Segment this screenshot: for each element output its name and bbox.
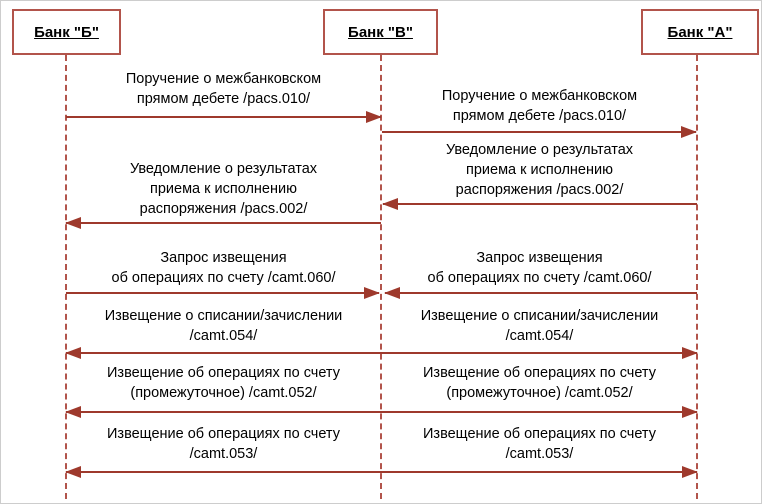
message-arrow-pacs010-right xyxy=(382,126,697,138)
message-label-pacs002-right: Уведомление о результатах приема к испол… xyxy=(382,140,697,200)
arrowhead-left-icon xyxy=(65,466,81,478)
message-arrow-camt060-right xyxy=(384,287,697,299)
arrowhead-left-icon xyxy=(65,347,81,359)
message-label-line: прямом дебете /pacs.010/ xyxy=(452,108,627,124)
arrowhead-left-icon xyxy=(384,287,400,299)
message-label-line: об операциях по счету /camt.060/ xyxy=(111,270,336,286)
arrowhead-right-icon xyxy=(682,406,698,418)
message-label-camt054-left: Извещение о списании/зачислении /camt.05… xyxy=(66,306,381,346)
message-label-line: Извещение об операциях по счету xyxy=(423,365,656,381)
actor-bank-v: Банк "В" xyxy=(323,9,438,55)
message-label-line: /camt.054/ xyxy=(189,328,258,344)
lifeline-bank-b xyxy=(65,55,67,499)
message-label-camt054-right: Извещение о списании/зачислении /camt.05… xyxy=(382,306,697,346)
message-label-camt053-left: Извещение об операциях по счету /camt.05… xyxy=(66,424,381,464)
arrowhead-left-icon xyxy=(65,217,81,229)
actor-bank-a-label: Банк "А" xyxy=(667,23,733,41)
message-label-pacs010-left: Поручение о межбанковском прямом дебете … xyxy=(66,69,381,109)
message-label-line: Извещение о списании/зачислении xyxy=(104,308,343,324)
message-arrow-pacs002-right xyxy=(382,198,697,210)
message-label-camt052-left: Извещение об операциях по счету (промежу… xyxy=(66,363,381,403)
message-label-pacs002-left: Уведомление о результатах приема к испол… xyxy=(66,159,381,219)
message-arrow-camt053 xyxy=(65,466,698,478)
arrowhead-right-icon xyxy=(682,466,698,478)
message-arrow-camt054 xyxy=(65,347,698,359)
message-label-line: /camt.054/ xyxy=(505,328,574,344)
message-label-line: Запрос извещения xyxy=(476,250,603,266)
arrowhead-left-icon xyxy=(65,406,81,418)
message-label-line: прямом дебете /pacs.010/ xyxy=(136,91,311,107)
arrowhead-left-icon xyxy=(382,198,398,210)
message-label-line: Извещение об операциях по счету xyxy=(107,365,340,381)
lifeline-bank-v xyxy=(380,55,382,499)
arrowhead-right-icon xyxy=(681,126,697,138)
message-arrow-camt060-left xyxy=(66,287,380,299)
message-label-line: Уведомление о результатах xyxy=(129,161,318,177)
arrowhead-right-icon xyxy=(364,287,380,299)
message-label-line: (промежуточное) /camt.052/ xyxy=(446,385,633,401)
message-arrow-pacs002-left xyxy=(65,217,381,229)
message-label-camt060-right: Запрос извещения об операциях по счету /… xyxy=(382,248,697,288)
message-arrow-pacs010-left xyxy=(66,111,382,123)
message-label-camt052-right: Извещение об операциях по счету (промежу… xyxy=(382,363,697,403)
message-label-line: (промежуточное) /camt.052/ xyxy=(130,385,317,401)
message-label-camt060-left: Запрос извещения об операциях по счету /… xyxy=(66,248,381,288)
actor-bank-a: Банк "А" xyxy=(641,9,759,55)
message-label-line: Извещение об операциях по счету xyxy=(107,426,340,442)
message-label-line: Поручение о межбанковском xyxy=(125,71,322,87)
actor-bank-b: Банк "Б" xyxy=(12,9,121,55)
message-label-line: Извещение о списании/зачислении xyxy=(420,308,659,324)
message-label-line: Извещение об операциях по счету xyxy=(423,426,656,442)
actor-bank-b-label: Банк "Б" xyxy=(34,23,99,41)
arrowhead-right-icon xyxy=(682,347,698,359)
message-label-line: Уведомление о результатах xyxy=(445,142,634,158)
message-label-line: распоряжения /pacs.002/ xyxy=(455,182,624,198)
message-label-camt053-right: Извещение об операциях по счету /camt.05… xyxy=(382,424,697,464)
message-label-line: /camt.053/ xyxy=(505,446,574,462)
message-label-line: приема к исполнению xyxy=(466,162,613,178)
message-arrow-camt052 xyxy=(65,406,698,418)
message-label-pacs010-right: Поручение о межбанковском прямом дебете … xyxy=(382,86,697,126)
message-label-line: об операциях по счету /camt.060/ xyxy=(427,270,652,286)
message-label-line: Запрос извещения xyxy=(160,250,287,266)
message-label-line: приема к исполнению xyxy=(150,181,297,197)
message-label-line: распоряжения /pacs.002/ xyxy=(139,201,308,217)
message-label-line: Поручение о межбанковском xyxy=(441,88,638,104)
lifeline-bank-a xyxy=(696,55,698,499)
actor-bank-v-label: Банк "В" xyxy=(348,23,413,41)
arrowhead-right-icon xyxy=(366,111,382,123)
message-label-line: /camt.053/ xyxy=(189,446,258,462)
